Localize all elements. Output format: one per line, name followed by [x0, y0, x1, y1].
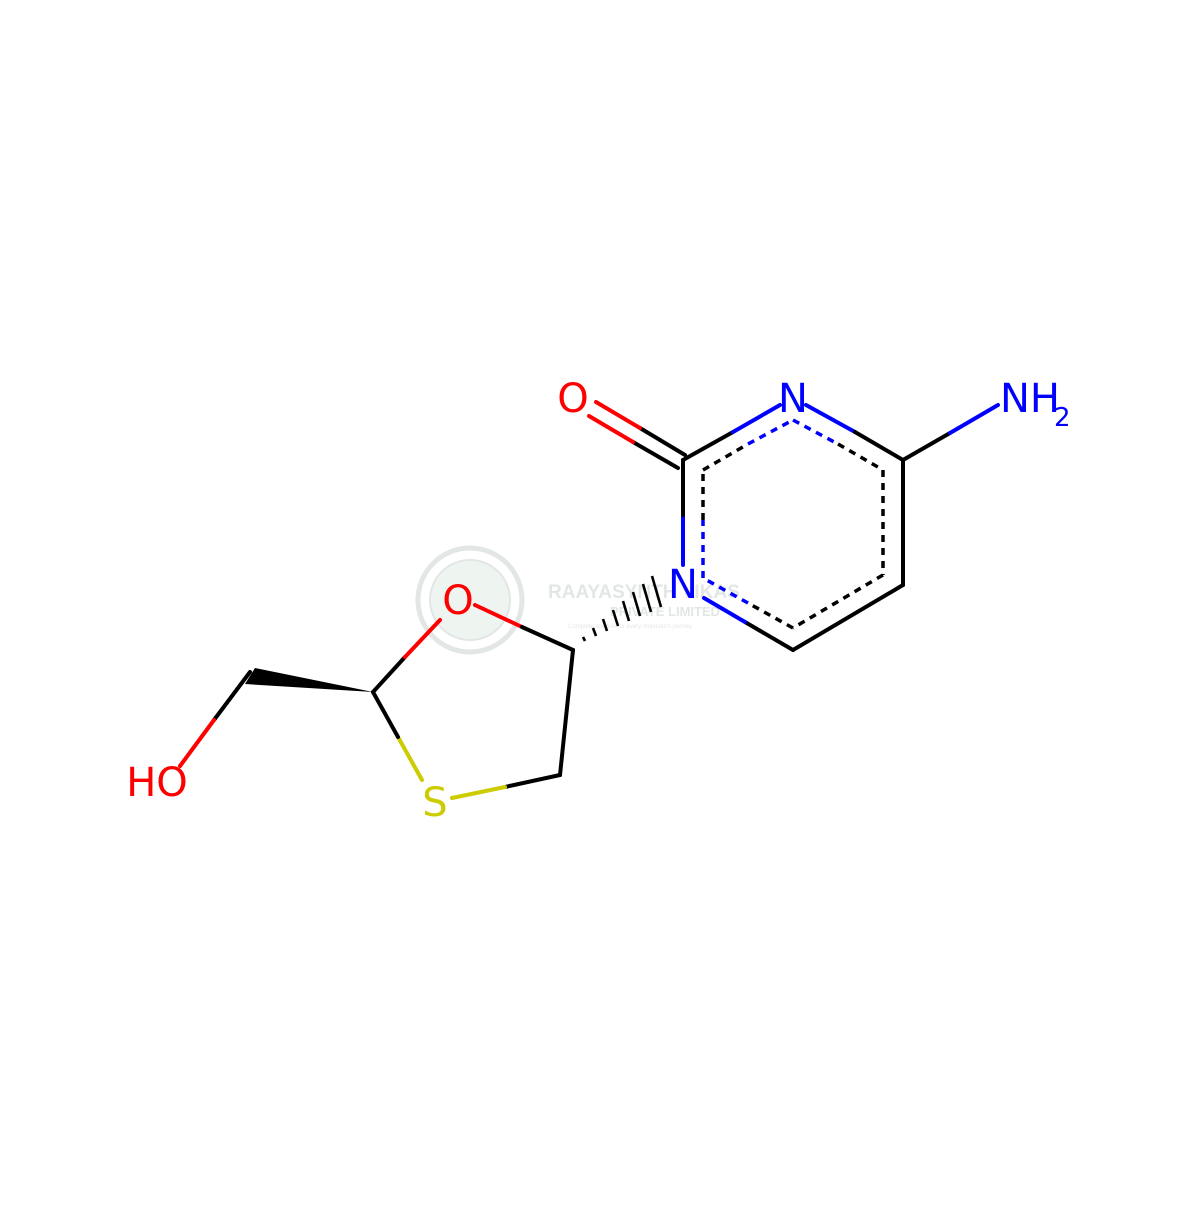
atom-nh2-subscript: 2 [1054, 403, 1071, 433]
watermark-logo [415, 545, 525, 655]
bond-c4prime-oring [371, 618, 442, 694]
watermark-tagline: Complete solution for every molecule's j… [568, 624, 692, 630]
bond-carbonyl [587, 400, 687, 470]
atom-n3: N [778, 376, 808, 422]
bonds [178, 400, 1000, 800]
atom-labels: O N NH 2 N O S HO [126, 376, 1070, 826]
atom-n1: N [668, 562, 698, 608]
bond-oring-c1prime [473, 603, 575, 652]
bond-c2prime-s [450, 773, 562, 800]
watermark: RAAYASYNTH VIKAS PRIVATE LIMITED Complet… [415, 545, 740, 655]
wedge-bond-c4prime-ch2 [245, 668, 373, 692]
atom-o-carbonyl: O [557, 376, 588, 422]
bond-n3-c4 [804, 403, 905, 462]
atom-nh2: NH [1000, 376, 1060, 422]
atom-s-ring: S [422, 780, 447, 826]
bond-s-c4prime [371, 690, 424, 782]
bond-c5-c6 [791, 583, 905, 652]
bond-c4-nh2 [901, 403, 1000, 462]
bond-c1-c2prime [558, 648, 575, 777]
atom-ho: HO [126, 760, 188, 806]
bond-ch2-oh [178, 670, 252, 768]
aromatic-ring [701, 418, 885, 630]
hash-bond-c1prime-n1 [581, 575, 663, 642]
atom-o-ring: O [442, 578, 473, 624]
bond-c6-n1 [702, 596, 795, 652]
watermark-logo-inner [429, 559, 511, 641]
watermark-name: RAAYASYNTH VIKAS [548, 582, 740, 603]
bond-c2-n3 [681, 403, 782, 462]
